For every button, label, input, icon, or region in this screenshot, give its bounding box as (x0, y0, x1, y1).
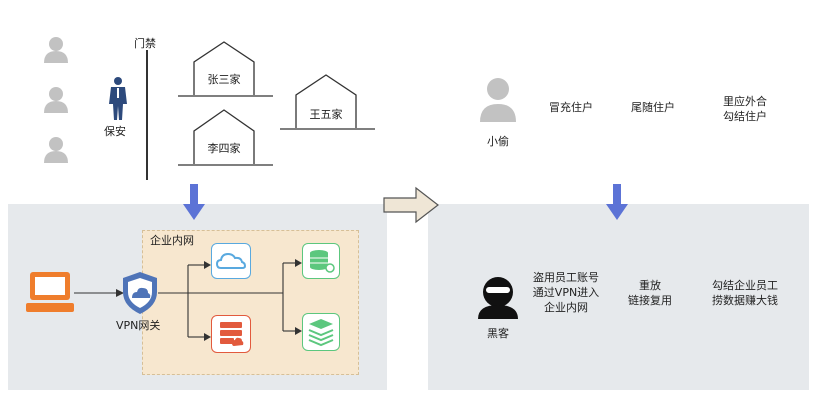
database-icon (310, 250, 335, 273)
down-arrow-right (606, 184, 628, 220)
hacker-method-1: 盗用员工账号 通过VPN进入 企业内网 (532, 271, 600, 314)
resident-icon (44, 87, 68, 113)
thief-method-2: 尾随住户 (631, 101, 675, 114)
storage-stack-icon (308, 319, 334, 347)
gate-pole (146, 50, 148, 180)
laptop-icon (26, 272, 74, 312)
server-box (211, 315, 251, 353)
house-wangwu (280, 74, 375, 130)
house-lisi (178, 109, 273, 166)
laptop-vpn-link (74, 289, 124, 297)
guard-label: 保安 (104, 125, 126, 138)
vpn-connections (158, 259, 302, 341)
down-arrow-left (183, 184, 205, 220)
house-zhangsan (178, 41, 273, 97)
database-box-2 (302, 313, 340, 351)
cloud-icon (215, 252, 247, 269)
database-box-1 (302, 243, 340, 279)
transition-arrow (383, 186, 439, 224)
hacker-label: 黑客 (487, 327, 509, 340)
cloud-service-box (211, 243, 251, 279)
thief-method-1: 冒充住户 (549, 101, 593, 114)
hacker-icon (478, 277, 518, 319)
server-icon (220, 322, 244, 346)
intranet-label: 企业内网 (150, 234, 194, 247)
resident-icon (44, 37, 68, 63)
thief-method-3: 里应外合 勾结住户 (723, 95, 767, 123)
hacker-method-3: 勾结企业员工 捞数据赚大钱 (712, 279, 778, 307)
thief-label: 小偷 (487, 135, 509, 148)
house-label-zhangsan: 张三家 (207, 73, 241, 86)
vpn-gateway-label: VPN网关 (116, 319, 161, 332)
gate-label: 门禁 (134, 37, 156, 50)
resident-icon (44, 137, 68, 163)
house-label-lisi: 李四家 (207, 142, 241, 155)
thief-icon (480, 78, 516, 122)
security-guard-icon (109, 77, 127, 120)
hacker-method-2: 重放 链接复用 (628, 279, 672, 307)
vpn-shield-icon (123, 272, 157, 314)
house-label-wangwu: 王五家 (309, 108, 343, 121)
